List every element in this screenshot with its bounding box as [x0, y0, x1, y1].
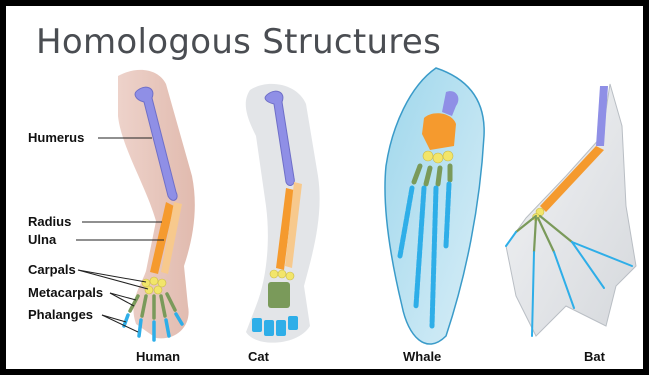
label-radius: Radius — [28, 214, 71, 229]
cat-metacarpals — [268, 282, 290, 308]
animal-name-whale: Whale — [403, 349, 441, 364]
label-humerus: Humerus — [28, 130, 84, 145]
animal-name-human: Human — [136, 349, 180, 364]
animal-name-bat: Bat — [584, 349, 605, 364]
slide: Homologous Structures — [6, 6, 643, 369]
label-ulna: Ulna — [28, 232, 56, 247]
whale-carpals — [423, 151, 453, 163]
label-metacarpals: Metacarpals — [28, 285, 103, 300]
homology-illustration — [6, 6, 643, 369]
cat-leg — [246, 84, 320, 343]
animal-name-cat: Cat — [248, 349, 269, 364]
whale-flipper — [385, 68, 484, 344]
human-arm — [118, 70, 195, 340]
label-phalanges: Phalanges — [28, 307, 93, 322]
label-carpals: Carpals — [28, 262, 76, 277]
bat-wing — [506, 84, 636, 336]
